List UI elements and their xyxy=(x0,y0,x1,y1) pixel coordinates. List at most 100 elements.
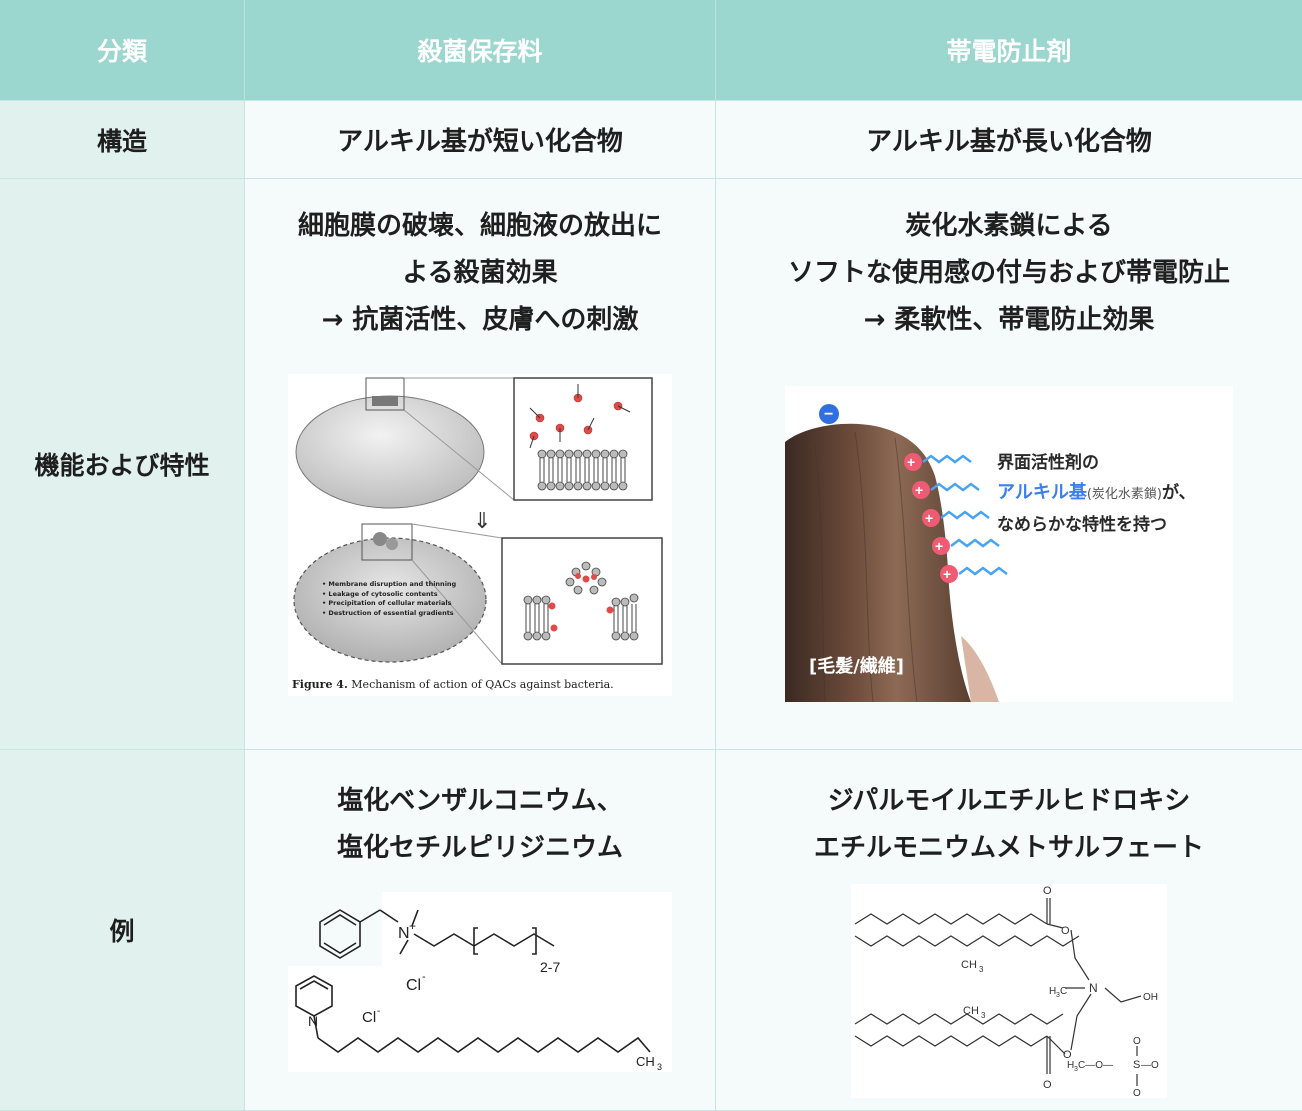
disrupted-bilayer-right xyxy=(611,593,639,641)
structure-preservative: アルキル基が短い化合物 xyxy=(245,101,716,179)
header-antistatic-label: 帯電防止剤 xyxy=(946,37,1072,66)
methyl-group: CH xyxy=(963,1005,979,1017)
header-antistatic: 帯電防止剤 xyxy=(716,0,1302,101)
explanation-line: 界面活性剤の xyxy=(997,453,1099,473)
plus-icon xyxy=(922,509,940,527)
methoxy-link: C—O— xyxy=(1078,1060,1113,1071)
qac-mechanism-figure: ⇓ xyxy=(288,374,672,696)
example-antistatic-line: ジパルモイルエチルヒドロキシ xyxy=(827,786,1191,816)
plus-sign: + xyxy=(925,510,933,526)
mechanism-bullet: Membrane disruption and thinning xyxy=(322,580,456,590)
function-antistatic-line: ソフトな使用感の付与および帯電防止 xyxy=(787,258,1230,288)
alkyl-group-highlight: アルキル基 xyxy=(997,482,1087,503)
function-preservative-line: → 抗菌活性、皮膚への刺激 xyxy=(321,305,639,335)
benzalkonium-structure: N + 2-7 Cl - N Cl - CH 3 xyxy=(288,892,672,1072)
figure-caption-text: Mechanism of action of QACs against bact… xyxy=(351,678,614,691)
mechanism-bullet: Precipitation of cellular materials xyxy=(322,599,456,609)
sulfate-oxygen: —O xyxy=(1141,1060,1159,1071)
function-label: 機能および特性 xyxy=(34,451,210,480)
hair-illustration: − + + + + + xyxy=(785,404,1008,703)
structure-preservative-text: アルキル基が短い化合物 xyxy=(337,127,623,157)
subscript-3: 3 xyxy=(979,965,984,974)
row-label-example: 例 xyxy=(0,750,245,1111)
explanation-suffix: が、 xyxy=(1161,483,1196,503)
function-preservative-line: よる殺菌効果 xyxy=(402,258,558,288)
example-antistatic-line: エチルモニウムメトサルフェート xyxy=(813,833,1204,863)
nitrogen-atom: N xyxy=(398,925,410,942)
function-preservative: 細胞膜の破壊、細胞液の放出に よる殺菌効果 → 抗菌活性、皮膚への刺激 xyxy=(245,179,716,750)
qac-mechanism-diagram: ⇓ xyxy=(293,377,663,665)
chloride-ion: Cl xyxy=(362,1009,376,1026)
cetylpyridinium-bonds xyxy=(295,975,651,1053)
zoom-box-top xyxy=(365,377,405,411)
example-antistatic-text: ジパルモイルエチルヒドロキシ エチルモニウムメトサルフェート xyxy=(814,750,1204,872)
example-preservative-text: 塩化ベンザルコニウム、 塩化セチルピリジニウム xyxy=(337,750,623,872)
quaternary-nitrogen: N xyxy=(1089,981,1098,995)
disrupted-bilayer-left xyxy=(523,595,551,641)
positive-charge: + xyxy=(409,919,416,933)
oxygen-atom: O xyxy=(1061,925,1070,937)
structure-label: 構造 xyxy=(96,126,147,156)
example-antistatic: ジパルモイルエチルヒドロキシ エチルモニウムメトサルフェート O O xyxy=(716,750,1302,1111)
header-category-label: 分類 xyxy=(96,37,147,66)
figure-caption: Figure 4. Mechanism of action of QACs ag… xyxy=(292,678,614,691)
example-preservative-line: 塩化セチルピリジニウム xyxy=(336,833,623,863)
example-preservative: 塩化ベンザルコニウム、 塩化セチルピリジニウム N + 2-7 Cl - xyxy=(245,750,716,1111)
header-preservative-label: 殺菌保存料 xyxy=(417,37,543,66)
oxygen-atom: O xyxy=(1063,1049,1072,1061)
mechanism-bullets: Membrane disruption and thinning Leakage… xyxy=(322,580,456,618)
esterquat-bonds xyxy=(854,898,1142,1086)
plus-sign: + xyxy=(915,482,923,498)
negative-charge: - xyxy=(422,971,426,983)
plus-icon xyxy=(912,481,930,499)
shoulder-shape xyxy=(961,636,999,702)
oxygen-atom: O xyxy=(1133,1088,1141,1098)
repeat-count: 2-7 xyxy=(540,959,560,975)
example-label: 例 xyxy=(109,917,135,946)
down-arrow-icon: ⇓ xyxy=(473,508,491,533)
plus-icon xyxy=(940,565,958,583)
structure-antistatic-text: アルキル基が長い化合物 xyxy=(866,127,1152,157)
hydrocarbon-chain-note: (炭化水素鎖) xyxy=(1086,487,1162,502)
plus-sign: + xyxy=(943,566,951,582)
minus-icon xyxy=(819,404,839,424)
micelle xyxy=(565,561,607,595)
subscript-3: 3 xyxy=(1074,1066,1078,1073)
oxygen-atom: O xyxy=(1043,885,1052,897)
function-antistatic-line: → 柔軟性、帯電防止効果 xyxy=(863,305,1155,335)
row-label-structure: 構造 xyxy=(0,101,245,179)
methoxy-h: H xyxy=(1067,1060,1074,1071)
subscript-3: 3 xyxy=(1056,992,1060,999)
subscript-3: 3 xyxy=(657,1062,662,1072)
lipid-bilayer xyxy=(537,449,628,491)
mechanism-bullet: Leakage of cytosolic contents xyxy=(322,590,456,600)
function-antistatic: 炭化水素鎖による ソフトな使用感の付与および帯電防止 → 柔軟性、帯電防止効果 … xyxy=(716,179,1302,750)
methyl-c: C xyxy=(1060,986,1067,997)
function-preservative-line: 細胞膜の破壊、細胞液の放出に xyxy=(297,211,662,241)
oxygen-atom: O xyxy=(1043,1079,1052,1091)
example-preservative-line: 塩化ベンザルコニウム、 xyxy=(337,786,623,816)
plus-icon xyxy=(932,537,950,555)
header-preservative: 殺菌保存料 xyxy=(245,0,716,101)
surfactant-chains: + + + + + xyxy=(904,453,1008,583)
hair-fiber-label: [毛髪/繊維] xyxy=(809,656,905,677)
subscript-3: 3 xyxy=(981,1011,986,1020)
function-antistatic-line: 炭化水素鎖による xyxy=(905,211,1113,241)
surfactant-explanation: 界面活性剤の アルキル基(炭化水素鎖)が、 なめらかな特性を持つ xyxy=(997,448,1196,540)
mechanism-bullet: Destruction of essential gradients xyxy=(322,609,456,619)
hair-surfactant-figure: − + + + + + 界面活性剤の アルキル基(炭化水素鎖)が、 なめらかな特… xyxy=(785,386,1233,703)
function-preservative-text: 細胞膜の破壊、細胞液の放出に よる殺菌効果 → 抗菌活性、皮膚への刺激 xyxy=(298,179,662,344)
pyridinium-nitrogen: N xyxy=(308,1013,318,1029)
minus-sign: − xyxy=(824,406,833,423)
explanation-line: なめらかな特性を持つ xyxy=(997,515,1167,535)
structure-antistatic: アルキル基が長い化合物 xyxy=(716,101,1302,179)
function-antistatic-text: 炭化水素鎖による ソフトな使用感の付与および帯電防止 → 柔軟性、帯電防止効果 xyxy=(788,179,1230,344)
header-category: 分類 xyxy=(0,0,245,101)
sulfur-atom: S xyxy=(1133,1059,1140,1071)
plus-sign: + xyxy=(935,538,943,554)
methyl-group: CH xyxy=(636,1054,655,1069)
chloride-ion: Cl xyxy=(406,977,421,994)
methyl-group: CH xyxy=(961,959,977,971)
plus-icon xyxy=(904,453,922,471)
negative-charge: - xyxy=(377,1006,380,1017)
